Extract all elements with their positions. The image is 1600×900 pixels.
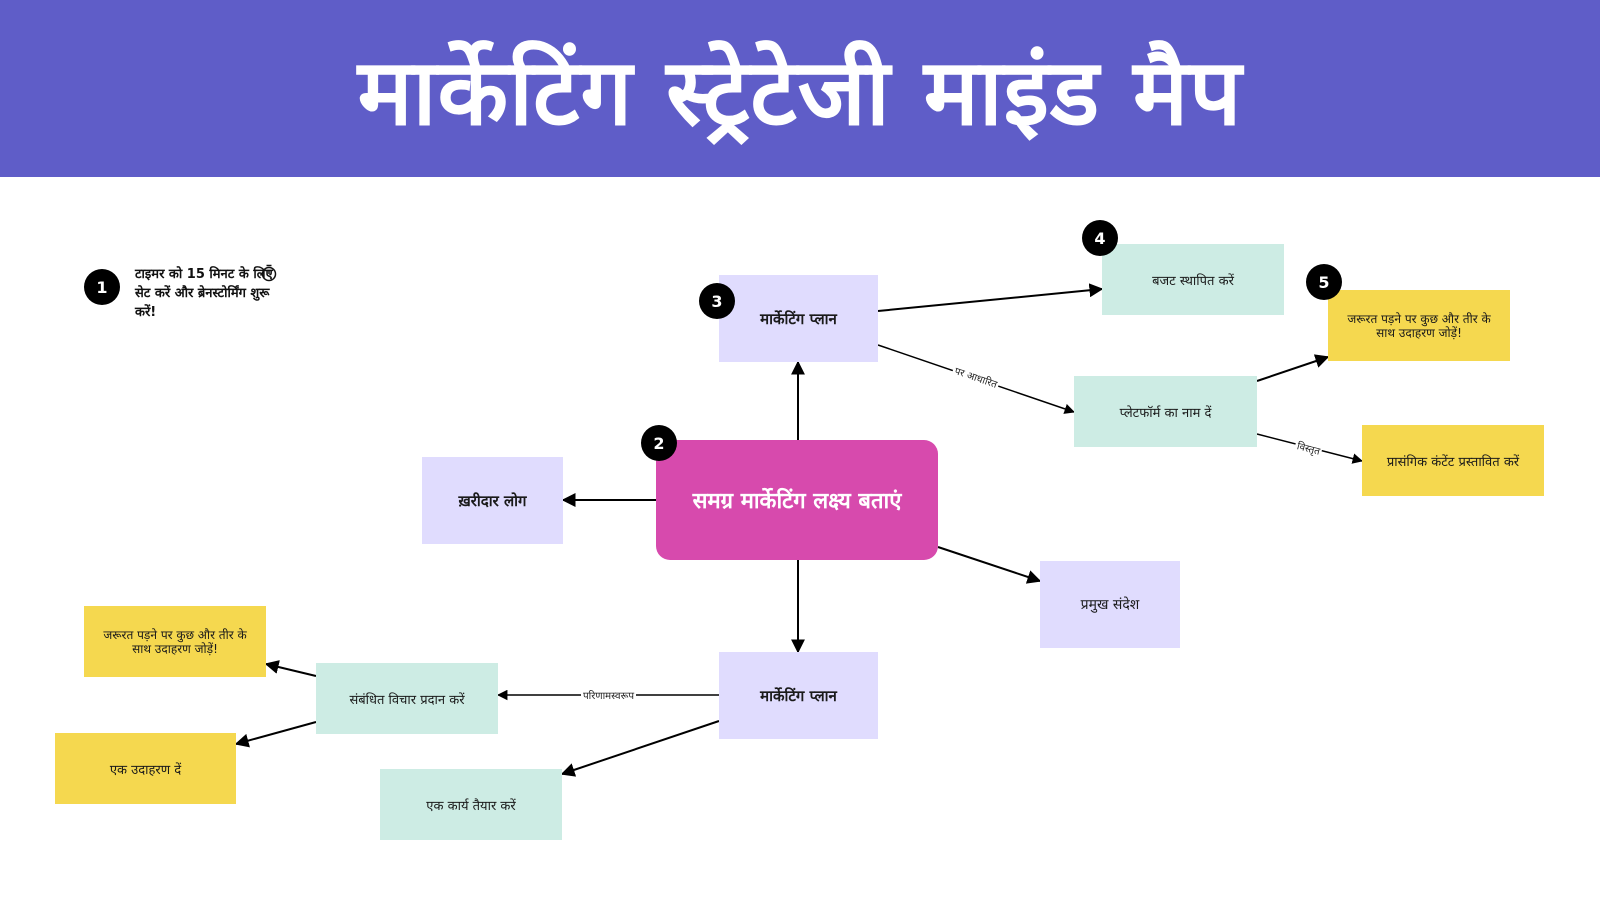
marketing-plan-bottom-label: मार्केटिंग प्लान bbox=[760, 686, 837, 705]
example-top-node[interactable]: जरूरत पड़ने पर कुछ और तीर के साथ उदाहरण … bbox=[1328, 290, 1510, 361]
key-message-node[interactable]: प्रमुख संदेश bbox=[1040, 561, 1180, 648]
page-title: मार्केटिंग स्ट्रेटेजी माइंड मैप bbox=[357, 39, 1243, 146]
arrow-related-to-example bbox=[264, 660, 317, 677]
content-node[interactable]: प्रासंगिक कंटेंट प्रस्तावित करें bbox=[1362, 425, 1544, 496]
step1-instruction: टाइमर को 15 मिनट के लिए सेट करें और ब्रे… bbox=[135, 265, 280, 322]
buyers-node[interactable]: ख़रीदार लोग bbox=[422, 457, 563, 544]
arrow-center-to-message bbox=[937, 546, 1042, 584]
step1-text: टाइमर को 15 मिनट के लिए सेट करें और ब्रे… bbox=[135, 267, 273, 320]
arrow-platform-to-example bbox=[1256, 354, 1330, 382]
budget-label: बजट स्थापित करें bbox=[1152, 273, 1234, 289]
task-node[interactable]: एक कार्य तैयार करें bbox=[380, 769, 562, 840]
central-goal-label: समग्र मार्केटिंग लक्ष्य बताएं bbox=[692, 489, 902, 514]
step-badge-5: 5 bbox=[1306, 264, 1342, 300]
budget-node[interactable]: बजट स्थापित करें bbox=[1102, 244, 1284, 315]
step-badge-1: 1 bbox=[84, 269, 120, 305]
stopwatch-icon bbox=[261, 264, 277, 282]
platform-label: प्लेटफॉर्म का नाम दें bbox=[1119, 405, 1212, 421]
step-badge-2: 2 bbox=[641, 425, 677, 461]
arrow-plan-to-budget bbox=[877, 283, 1104, 312]
related-ideas-label: संबंधित विचार प्रदान करें bbox=[349, 692, 465, 708]
step-badge-4: 4 bbox=[1082, 220, 1118, 256]
arrow-plan-bottom-to-task bbox=[560, 720, 720, 777]
arrow-related-to-one-example bbox=[234, 721, 317, 748]
central-goal-node[interactable]: समग्र मार्केटिंग लक्ष्य बताएं bbox=[656, 440, 938, 560]
marketing-plan-bottom-node[interactable]: मार्केटिंग प्लान bbox=[719, 652, 878, 739]
buyers-label: ख़रीदार लोग bbox=[458, 491, 527, 510]
edge-label-result: परिणामस्वरूप bbox=[581, 688, 637, 702]
related-ideas-node[interactable]: संबंधित विचार प्रदान करें bbox=[316, 663, 498, 734]
one-example-label: एक उदाहरण दें bbox=[109, 762, 182, 778]
marketing-plan-top-label: मार्केटिंग प्लान bbox=[760, 309, 837, 328]
example-left-node[interactable]: जरूरत पड़ने पर कुछ और तीर के साथ उदाहरण … bbox=[84, 606, 266, 677]
example-top-label: जरूरत पड़ने पर कुछ और तीर के साथ उदाहरण … bbox=[1347, 311, 1491, 340]
platform-node[interactable]: प्लेटफॉर्म का नाम दें bbox=[1074, 376, 1257, 447]
header-banner: मार्केटिंग स्ट्रेटेजी माइंड मैप bbox=[0, 0, 1600, 177]
content-label: प्रासंगिक कंटेंट प्रस्तावित करें bbox=[1386, 454, 1520, 470]
one-example-node[interactable]: एक उदाहरण दें bbox=[55, 733, 236, 804]
task-label: एक कार्य तैयार करें bbox=[426, 798, 516, 814]
key-message-label: प्रमुख संदेश bbox=[1080, 597, 1140, 613]
example-left-label: जरूरत पड़ने पर कुछ और तीर के साथ उदाहरण … bbox=[103, 627, 247, 656]
step-badge-3: 3 bbox=[699, 283, 735, 319]
marketing-plan-top-node[interactable]: मार्केटिंग प्लान bbox=[719, 275, 878, 362]
